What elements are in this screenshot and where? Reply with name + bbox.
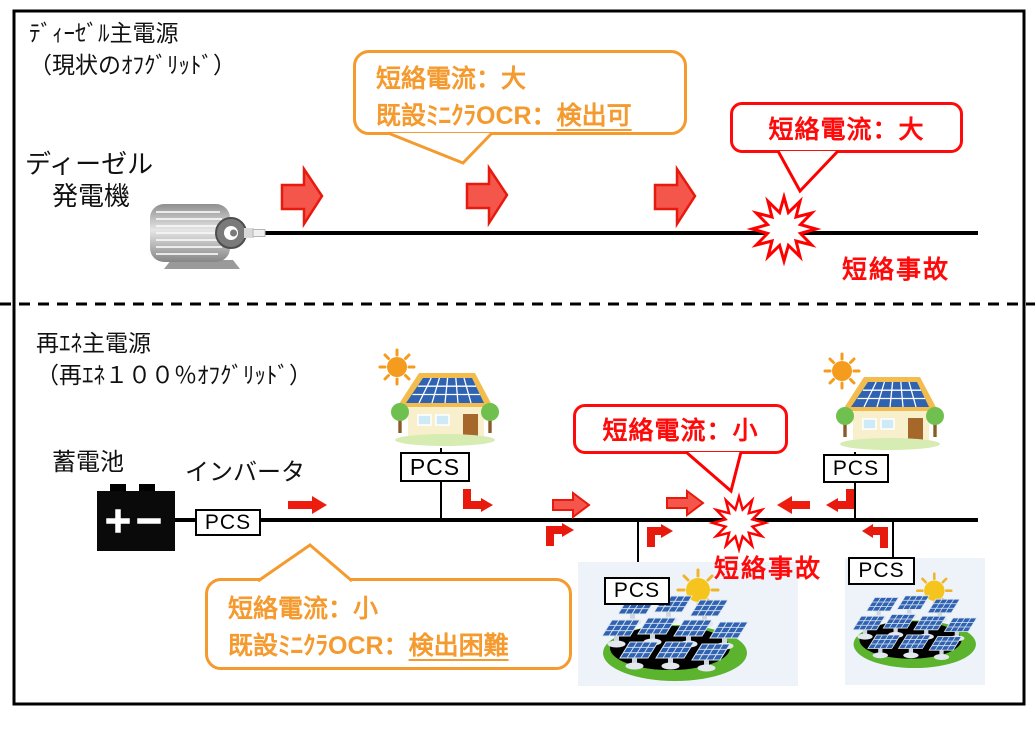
pcs-box-farm2: PCS bbox=[848, 557, 915, 585]
fault-label-bottom: 短絡事故 bbox=[714, 555, 823, 583]
bottom-section-title-line1: 再ｴﾈ主電源 bbox=[36, 330, 151, 356]
flow-arrow-left-of-fault bbox=[777, 496, 810, 514]
power-flow-arrow-top-2 bbox=[465, 163, 509, 228]
generator-label-line2: 発電機 bbox=[52, 181, 131, 211]
short-circuit-burst-bottom bbox=[711, 495, 767, 551]
solar-house1-icon bbox=[380, 350, 499, 446]
pcs-box-inverter: PCS bbox=[195, 509, 261, 536]
tail-detectable bbox=[387, 131, 494, 165]
power-flow-arrow-top-3 bbox=[653, 164, 697, 229]
callout-detectable-line1: 短絡電流：大 bbox=[376, 65, 527, 93]
flow-arrow-mid-1 bbox=[552, 491, 591, 519]
callout-fault-current-large: 短絡電流：大 bbox=[730, 102, 963, 153]
flow-arrow-mid-2 bbox=[666, 489, 705, 517]
power-flow-arrow-top-1 bbox=[280, 164, 324, 229]
elbow-arrow-house1-out bbox=[463, 489, 481, 509]
elbow-arrow-farm2-out bbox=[873, 527, 888, 548]
battery-label: 蓄電池 bbox=[52, 449, 124, 476]
pcs-box-farm1: PCS bbox=[604, 577, 670, 605]
callout-fault-current-small: 短絡電流：小 bbox=[573, 404, 788, 454]
pcs-box-house2: PCS bbox=[823, 454, 889, 483]
callout-detectable-line2: 既設ﾐﾆｸﾗOCR：検出可 bbox=[376, 102, 632, 130]
tail-hard-to-detect bbox=[257, 543, 353, 583]
top-section-title-line1: ﾃﾞｨｰｾﾞﾙ主電源 bbox=[29, 20, 179, 46]
solar-farm2-icon bbox=[853, 574, 977, 668]
short-circuit-burst-top bbox=[750, 195, 818, 263]
solar-house2-icon bbox=[825, 354, 944, 450]
inverter-label: インバータ bbox=[185, 459, 305, 486]
elbow-arrow-house2-out bbox=[838, 489, 854, 509]
tail-fault-small bbox=[685, 450, 743, 494]
elbow-arrow-farm1-out-left bbox=[546, 526, 562, 546]
callout-hard-to-detect-line1: 短絡電流：小 bbox=[228, 595, 379, 623]
battery-icon bbox=[97, 484, 175, 551]
diesel-generator-icon bbox=[150, 204, 266, 269]
pcs-box-house1: PCS bbox=[400, 452, 470, 482]
generator-label-line1: ディーゼル bbox=[25, 149, 154, 179]
callout-hard-to-detect: 短絡電流：小 既設ﾐﾆｸﾗOCR：検出困難 bbox=[205, 578, 572, 670]
flow-arrow-inverter-out bbox=[288, 496, 327, 514]
top-section-title-line2: （現状のｵﾌｸﾞﾘｯﾄﾞ） bbox=[29, 52, 236, 78]
elbow-arrow-farm1-out-right bbox=[647, 527, 661, 547]
callout-detectable: 短絡電流：大 既設ﾐﾆｸﾗOCR：検出可 bbox=[353, 50, 687, 135]
callout-hard-to-detect-line2: 既設ﾐﾆｸﾗOCR：検出困難 bbox=[228, 632, 509, 660]
tail-fault-large bbox=[776, 149, 840, 194]
fault-label-top: 短絡事故 bbox=[842, 256, 951, 284]
bottom-section-title-line2: （再ｴﾈ１００％ｵﾌｸﾞﾘｯﾄﾞ） bbox=[36, 362, 312, 388]
